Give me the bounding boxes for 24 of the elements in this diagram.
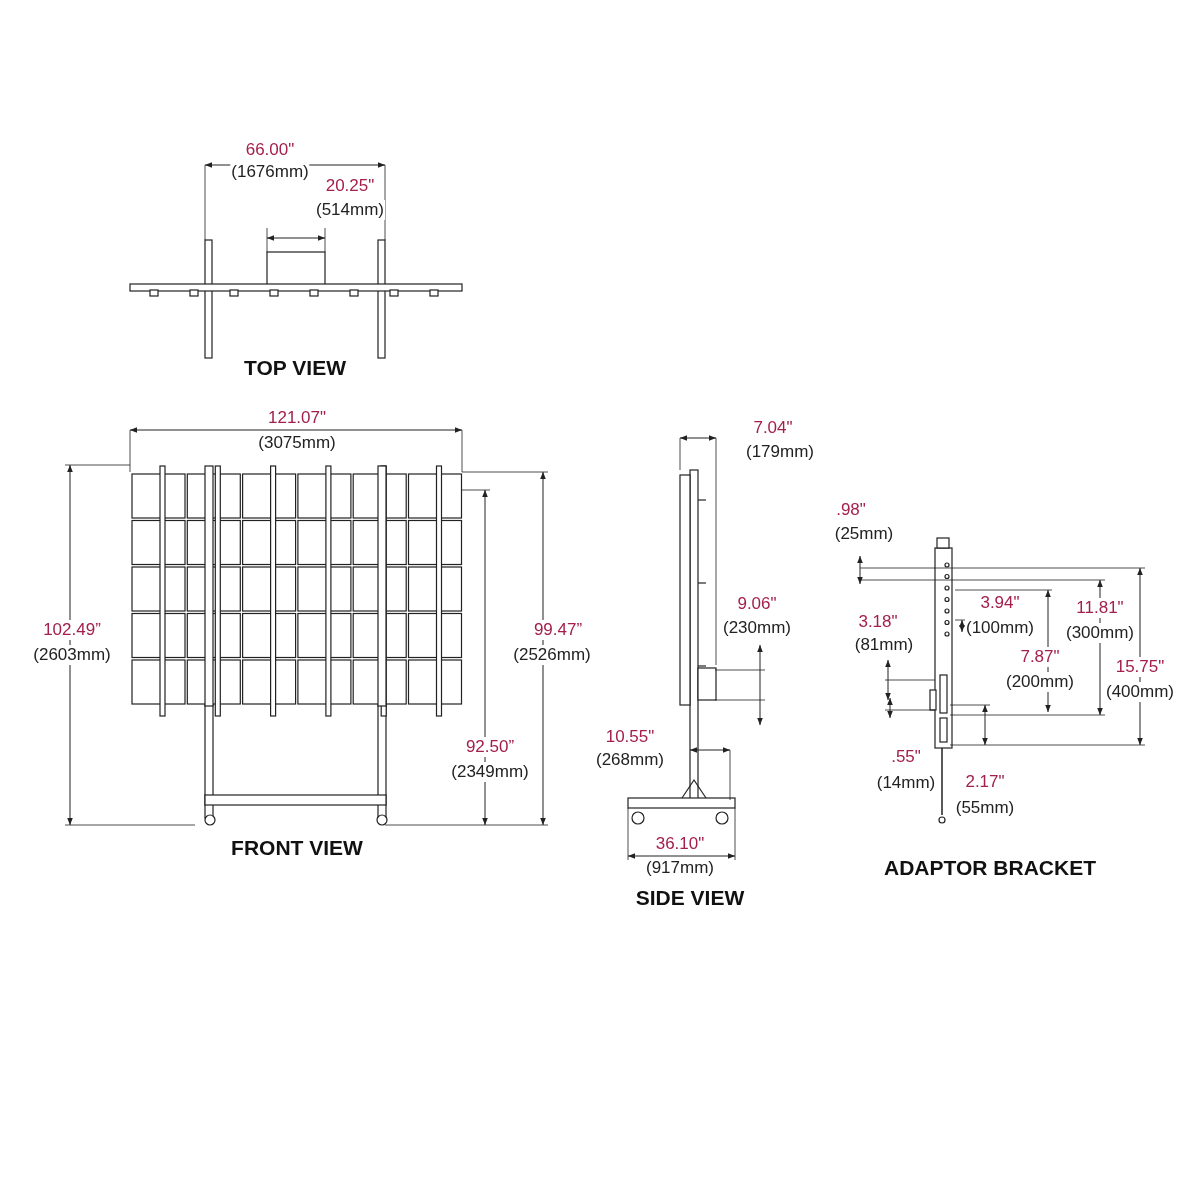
dimension-label: 7.87" [1019,647,1061,667]
dimension-label: (514mm) [315,200,385,220]
dimension-label: 11.81" [1075,598,1125,618]
dimension-label: (917mm) [645,858,715,878]
dimension-label: 99.47” [532,620,584,640]
dimension-label: (400mm) [1105,682,1175,702]
dimension-label: (55mm) [954,798,1016,818]
dimension-label: (25mm) [833,524,895,544]
dimension-label: (230mm) [722,618,792,638]
dimension-label: 102.49” [42,620,102,640]
dimension-label: (268mm) [595,750,665,770]
dimension-label: (100mm) [965,618,1035,638]
dimension-label: (14mm) [875,773,937,793]
dimension-label: (81mm) [853,635,915,655]
dimension-label: (3075mm) [257,433,337,453]
dimension-label: 92.50” [464,737,516,757]
dimension-label: (1676mm) [230,162,310,182]
dimension-label: (300mm) [1065,623,1135,643]
dimension-label: (200mm) [1005,672,1075,692]
dimension-label: (179mm) [745,442,815,462]
dimension-label: (2349mm) [450,762,530,782]
dimension-label: (2603mm) [32,645,112,665]
dimension-label: 15.75" [1114,657,1166,677]
dimension-label: (2526mm) [512,645,592,665]
